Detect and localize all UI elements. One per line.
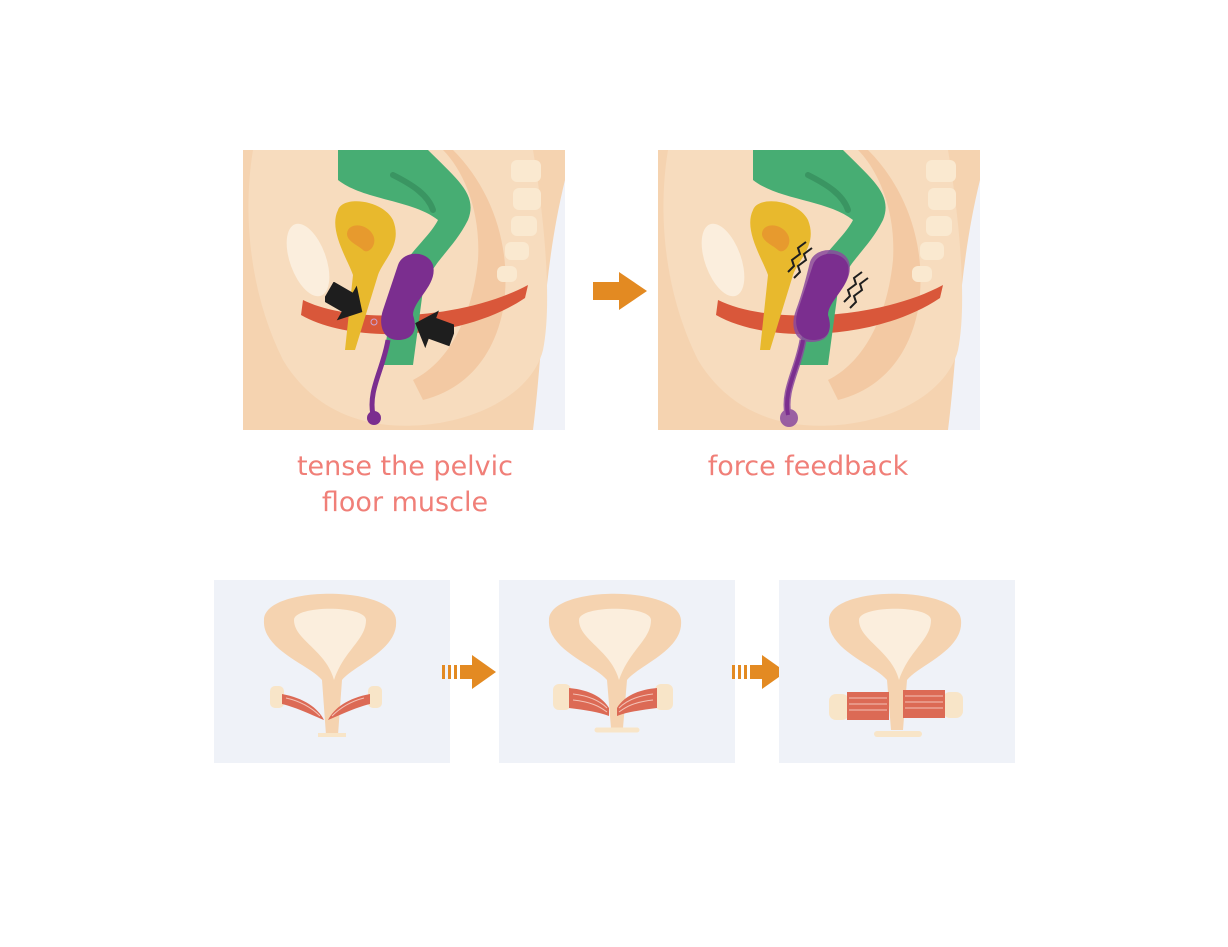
pelvic-diagram-tense — [243, 150, 565, 430]
pelvic-diagram-feedback — [658, 150, 980, 430]
vibration-left-icon — [787, 241, 813, 279]
step-arrow-icon — [732, 655, 786, 689]
muscle-stage-relaxed — [214, 580, 450, 763]
squeeze-arrow-left-icon — [325, 282, 363, 321]
step-arrow-icon — [593, 272, 647, 310]
squeeze-arrow-right-icon — [415, 310, 454, 349]
vibration-right-icon — [843, 271, 869, 309]
muscle-stage-strengthened — [779, 580, 1015, 763]
caption-force-feedback: force feedback — [707, 451, 909, 482]
muscle-stage-contracting — [499, 580, 735, 763]
caption-tense-muscle: tense the pelvic floor muscle — [296, 451, 514, 518]
step-arrow-icon — [442, 655, 496, 689]
